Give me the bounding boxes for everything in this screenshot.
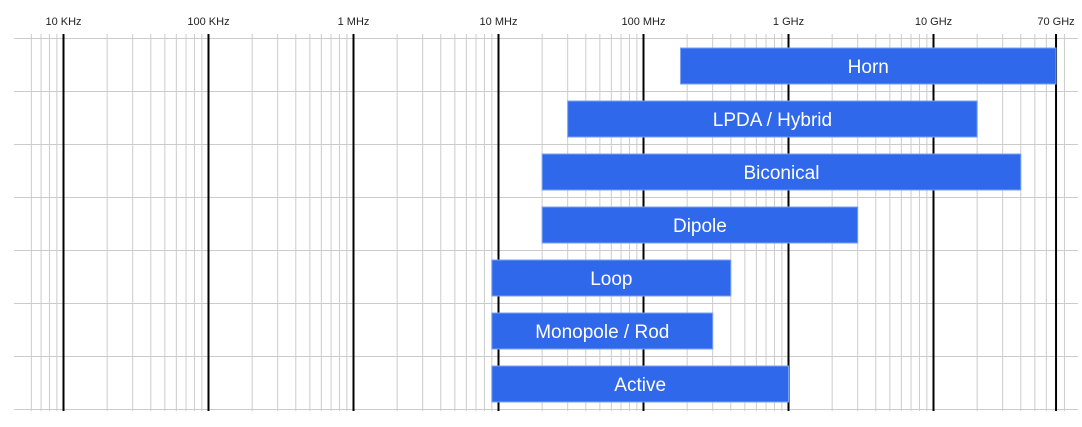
x-tick-label: 100 KHz xyxy=(187,16,229,28)
x-tick-label: 10 KHz xyxy=(45,16,81,28)
bar-label: LPDA / Hybrid xyxy=(713,110,832,131)
bar-label: Horn xyxy=(848,57,889,78)
bar-dipole xyxy=(541,206,859,244)
bar-horn xyxy=(680,47,1057,85)
x-axis-tick-labels: 10 KHz 100 KHz 1 MHz 10 MHz 100 MHz 1 GHz 10 G… xyxy=(45,16,1074,28)
bar-monopole-rod xyxy=(491,312,714,350)
bar-label: Dipole xyxy=(673,216,727,237)
x-tick-label: 1 GHz xyxy=(773,16,804,28)
bar-label: Loop xyxy=(590,269,632,290)
x-tick-label: 10 GHz xyxy=(915,16,952,28)
bar-label: Monopole / Rod xyxy=(535,322,669,343)
x-tick-label: 10 MHz xyxy=(480,16,518,28)
x-tick-label: 100 MHz xyxy=(621,16,665,28)
bar-active xyxy=(491,365,789,403)
bar-label: Biconical xyxy=(743,163,819,184)
x-tick-label: 70 GHz xyxy=(1037,16,1074,28)
bar-biconical xyxy=(541,153,1022,191)
bar-loop xyxy=(491,259,732,297)
x-tick-label: 1 MHz xyxy=(338,16,370,28)
bar-lpda-hybrid xyxy=(567,100,978,138)
bar-label: Active xyxy=(614,375,666,396)
